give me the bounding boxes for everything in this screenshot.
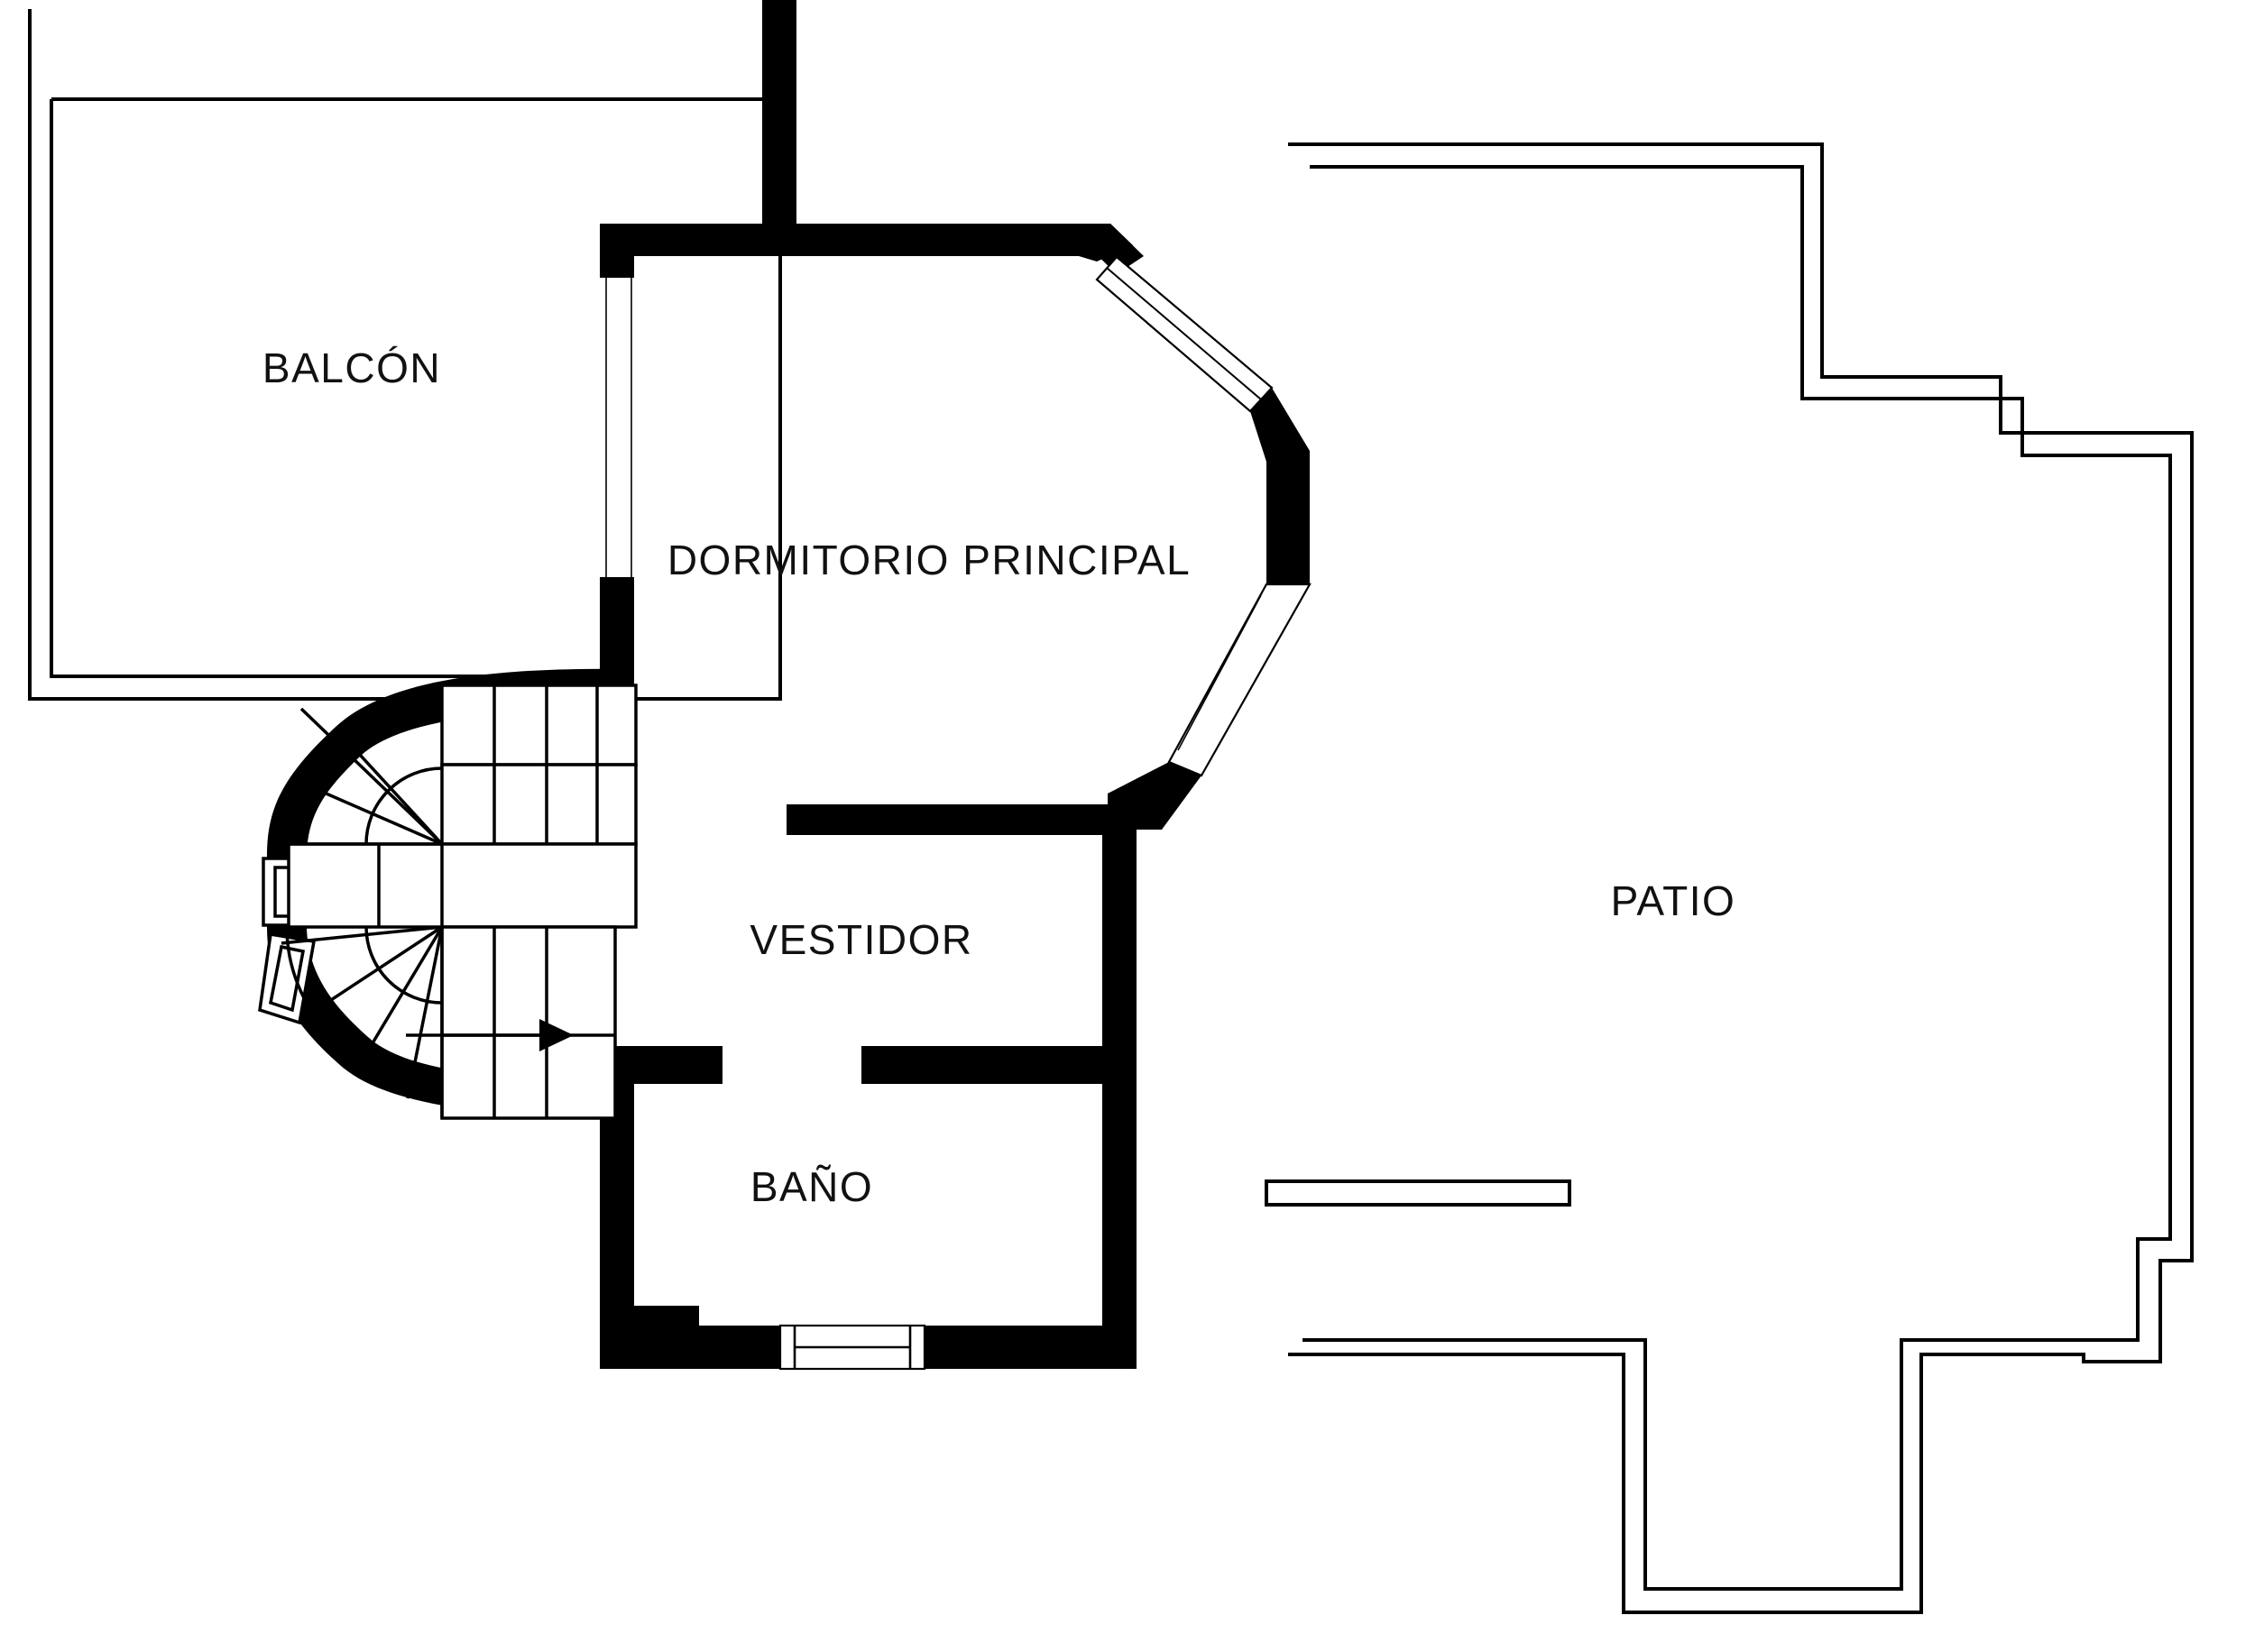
room-label-dormitorio-principal: DORMITORIO PRINCIPAL (667, 537, 1191, 583)
wall-bathroom-south-right (925, 1326, 1137, 1369)
room-label-patio: PATIO (1611, 877, 1736, 924)
room-label-bano: BAÑO (750, 1163, 873, 1210)
wall-bathroom-north-right (861, 1046, 1137, 1084)
wall-bedroom-east-diagonal (1250, 388, 1310, 584)
bathroom-window (778, 1324, 926, 1371)
wall-bedroom-west-upper (600, 224, 634, 278)
wall-top-stub (762, 0, 796, 231)
balcony-sliding-door (600, 278, 634, 577)
room-label-vestidor: VESTIDOR (750, 916, 972, 963)
wall-bedroom-ne-upper (1087, 224, 1144, 274)
stair-direction-arrow (406, 1019, 574, 1051)
spiral-staircase (281, 684, 638, 1120)
bathroom-door-opening[interactable] (723, 1048, 861, 1082)
wall-bathroom-south-left (600, 1326, 780, 1369)
stair-window-lower (258, 932, 317, 1025)
stair-winder-treads-upper (285, 687, 444, 846)
stair-straight-treads-upper (440, 684, 638, 846)
wall-vestidor-north (787, 804, 1122, 835)
wall-bedroom-north (600, 224, 1133, 274)
stair-straight-treads-lower (440, 925, 617, 1120)
bedroom-corner-window (1095, 255, 1274, 413)
stair-landing (287, 842, 638, 929)
patio-skylight (1265, 1179, 1571, 1207)
wall-bedroom-west-lower (600, 577, 634, 685)
structural-walls (258, 0, 1312, 1371)
patio-sliding-door (1167, 583, 1312, 777)
wall-south-east-joint (1102, 1326, 1137, 1369)
room-label-balcon: BALCÓN (262, 344, 441, 391)
patio-outline (1288, 142, 2194, 1614)
stair-winder-treads-lower (281, 925, 444, 1118)
